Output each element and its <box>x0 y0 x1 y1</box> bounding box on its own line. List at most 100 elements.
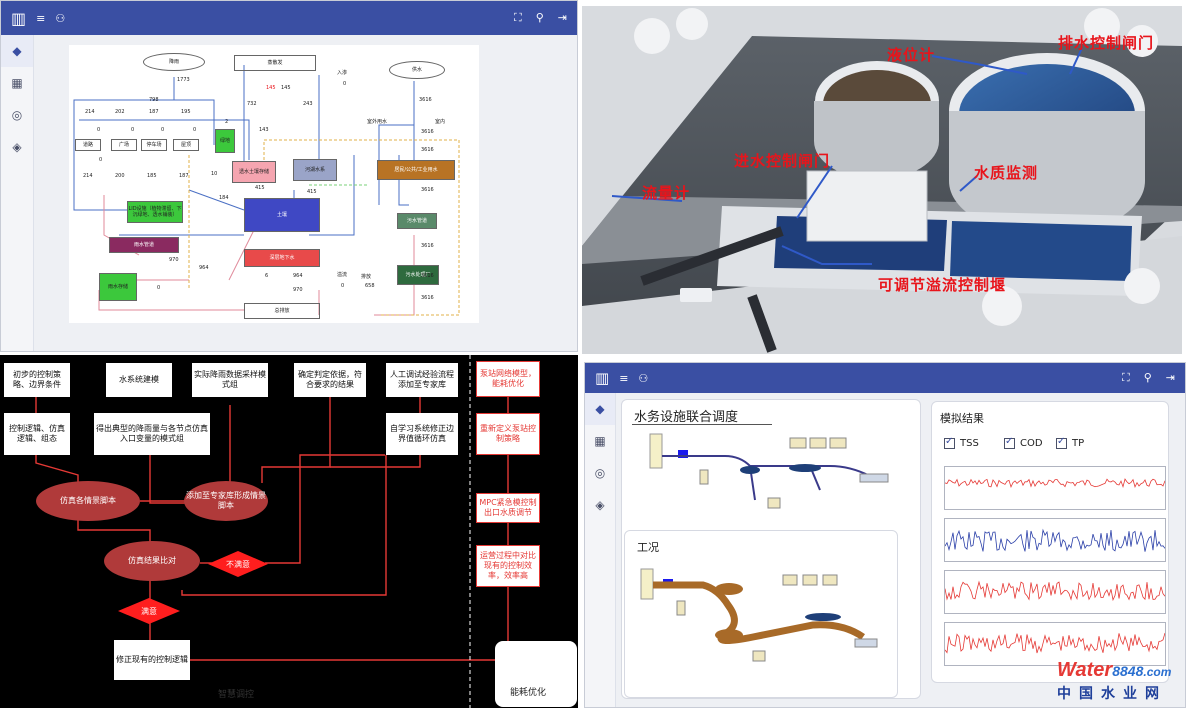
check-icon <box>1056 436 1067 449</box>
diamond-not-satisfied: 不满意 <box>208 551 268 577</box>
logout-icon[interactable]: ⇥ <box>557 11 567 24</box>
num: 6 <box>265 273 269 279</box>
box-subsystem-modeling: 水系统建模 <box>106 363 172 397</box>
side-rail: ◆ ▦ ◎ ◈ <box>585 393 616 707</box>
checkbox-label: TSS <box>960 438 979 449</box>
num: 243 <box>303 101 313 107</box>
num: 798 <box>149 97 159 103</box>
node-rain: 降雨 <box>143 53 205 71</box>
process-schematic-top[interactable] <box>630 430 910 530</box>
node-storage: 透水土壤存储 <box>232 161 276 183</box>
num: 0 <box>343 81 347 87</box>
location-icon[interactable]: ⚲ <box>1143 371 1152 384</box>
label-water-quality: 水质监测 <box>974 164 1039 182</box>
side-rail: ◆ ▦ ◎ ◈ <box>1 35 34 351</box>
checkbox-cod[interactable]: COD <box>1004 436 1043 449</box>
layers-icon[interactable]: ◈ <box>12 140 22 154</box>
city-logo-icon: ▥ <box>595 369 610 387</box>
label-flow-meter: 流量计 <box>642 184 691 202</box>
num: 0 <box>97 127 101 133</box>
brand-com: .com <box>1143 665 1172 679</box>
menu-icon[interactable]: ≡ <box>619 371 629 385</box>
num: 200 <box>115 173 125 179</box>
fullscreen-icon[interactable]: ⛶ <box>514 11 522 24</box>
num: 3616 <box>421 295 434 301</box>
grid-icon[interactable]: ▦ <box>594 434 606 448</box>
node-parking: 停车场 <box>141 139 167 151</box>
num: 10 <box>211 171 218 177</box>
checkbox-label: COD <box>1020 438 1043 449</box>
label-runoff: 溢流 <box>337 272 348 278</box>
num: 964 <box>293 273 303 279</box>
label-outside: 室外用水 <box>367 119 388 125</box>
diamond-label: 满意 <box>141 606 157 616</box>
num: 145 <box>281 85 291 91</box>
node-bottom: 深层地下水 <box>244 249 320 267</box>
layers-icon[interactable]: ◈ <box>595 498 605 512</box>
num: 964 <box>199 265 209 271</box>
grid-icon[interactable]: ▦ <box>11 76 23 90</box>
city-logo-icon: ▥ <box>11 8 27 28</box>
ellipse-simulate-scenarios: 仿真各情景脚本 <box>36 481 140 521</box>
box-running-compare: 运营过程中对比现有的控制效率，效率高 <box>476 545 540 587</box>
diamond-satisfied: 满意 <box>118 598 180 624</box>
render-3d-tank: 液位计 排水控制闸门 进水控制闸门 水质监测 流量计 可调节溢流控制堰 <box>582 6 1182 354</box>
node-supply: 供水 <box>389 61 445 79</box>
label-discharge: 排放 <box>361 274 372 280</box>
brand-water: Water <box>1057 659 1113 681</box>
num: 3616 <box>421 129 434 135</box>
num: 415 <box>255 185 265 191</box>
footer-right-zone <box>495 641 577 707</box>
mini-chart-2 <box>944 518 1166 562</box>
box-init-strategy: 初步的控制策略、边界条件 <box>4 363 70 397</box>
num: 185 <box>147 173 157 179</box>
checkbox-tss[interactable]: TSS <box>944 436 979 449</box>
checkbox-label: TP <box>1072 438 1085 449</box>
work-condition-title: 工况 <box>637 541 659 554</box>
num: 143 <box>259 127 269 133</box>
node-roof: 屋顶 <box>173 139 199 151</box>
box-redefine-pump: 重新定义泵站控制策略 <box>476 413 540 455</box>
num: 0 <box>157 285 161 291</box>
life-ring-icon[interactable]: ◎ <box>11 108 23 122</box>
process-schematic-bottom[interactable] <box>633 565 893 675</box>
num: 732 <box>247 101 257 107</box>
num: 0 <box>99 157 103 163</box>
logout-icon[interactable]: ⇥ <box>1165 371 1175 384</box>
num: 3616 <box>421 273 434 279</box>
num: 0 <box>131 127 135 133</box>
checkbox-tp[interactable]: TP <box>1056 436 1085 449</box>
node-wwtp: 污水处理厂 <box>397 265 439 285</box>
user-icon[interactable]: ⚇ <box>55 11 66 25</box>
node-rainpipe: 雨水管道 <box>109 237 179 253</box>
box-pump-network: 泵站网络模型，能耗优化 <box>476 361 540 397</box>
num: 0 <box>193 127 197 133</box>
control-strategy-chart: 初步的控制策略、边界条件 水系统建模 实际降雨数据采样模式组 确定判定依据，符合… <box>0 355 578 708</box>
results-title: 模拟结果 <box>940 412 984 425</box>
node-evap: 蒸散发 <box>234 55 316 71</box>
gem-icon[interactable]: ◆ <box>585 393 615 425</box>
fullscreen-icon[interactable]: ⛶ <box>1122 371 1130 384</box>
life-ring-icon[interactable]: ◎ <box>594 466 606 480</box>
box-final-logic: 修正现有的控制逻辑 <box>114 640 190 680</box>
user-icon[interactable]: ⚇ <box>638 371 649 385</box>
num: 214 <box>83 173 93 179</box>
top-bar: ▥ ≡ ⚇ ⛶ ⚲ ⇥ <box>585 363 1185 393</box>
diagram-canvas: 降雨 蒸散发 供水 入渗 道路 广场 停车场 屋顶 绿地 透水土壤存储 河湖水系… <box>69 45 479 323</box>
gem-icon[interactable]: ◆ <box>1 35 33 67</box>
box-rainfall-sampling: 实际降雨数据采样模式组 <box>192 363 268 397</box>
box-criteria: 确定判定依据，符合要求的结果 <box>294 363 366 397</box>
check-icon <box>944 436 955 449</box>
num: 3616 <box>421 147 434 153</box>
num: 0 <box>161 127 165 133</box>
num: 658 <box>365 283 375 289</box>
label-indoor: 室内 <box>435 119 446 125</box>
node-sewerpipe: 污水管道 <box>397 213 437 229</box>
mini-chart-4 <box>944 622 1166 666</box>
mini-chart-3 <box>944 570 1166 614</box>
footer-label-smart-control: 智慧调控 <box>218 690 255 700</box>
node-wetland: 河湖水系 <box>293 159 337 181</box>
node-square: 广场 <box>111 139 137 151</box>
location-icon[interactable]: ⚲ <box>535 11 544 24</box>
menu-icon[interactable]: ≡ <box>36 11 46 25</box>
